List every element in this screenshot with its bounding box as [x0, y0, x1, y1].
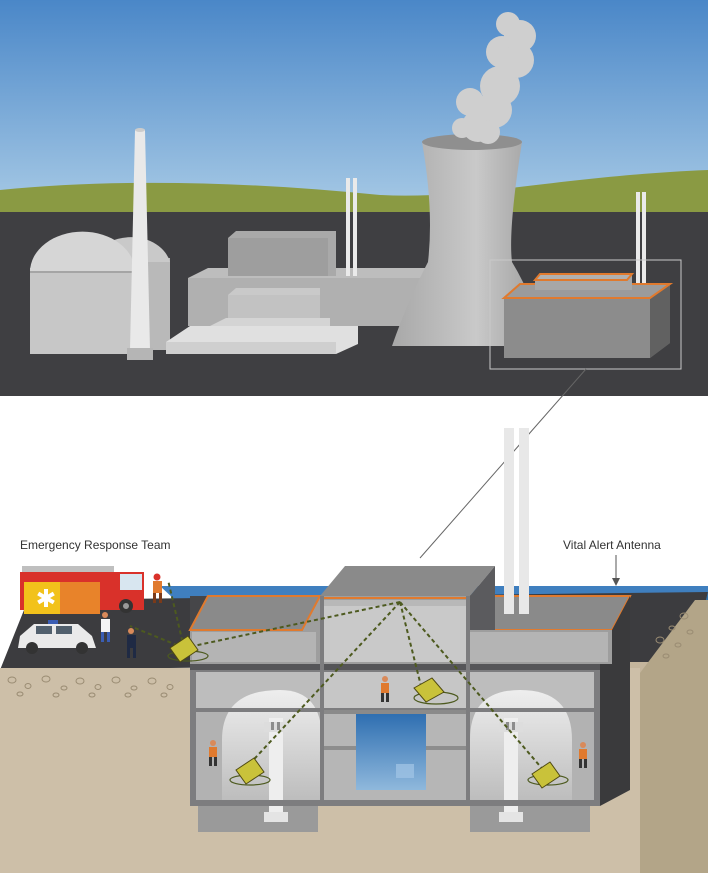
worker-icon [209, 676, 587, 768]
radio-device-icon [169, 635, 561, 789]
reactor-column-right [499, 718, 523, 822]
medic-icon [101, 612, 110, 642]
spent-fuel-pool [356, 714, 426, 790]
antenna-pointer [612, 555, 620, 586]
ambulance-icon [24, 582, 100, 614]
highlighted-building [501, 273, 674, 358]
detail-panel [0, 428, 708, 873]
smoke-icon [452, 12, 536, 144]
signal-paths [129, 579, 546, 773]
turbine-buildings [166, 178, 430, 354]
zoom-connector [419, 368, 587, 559]
exhaust-stack [127, 128, 153, 360]
police-car-icon [18, 620, 96, 654]
police-officer-icon [127, 628, 136, 658]
reactor-domes [30, 231, 170, 354]
overview-panel [0, 0, 708, 396]
stack-right-b [642, 192, 646, 298]
gravel [7, 612, 694, 698]
antenna-label: Vital Alert Antenna [563, 538, 661, 552]
reactor-column-left [264, 718, 288, 822]
firefighter-icon [153, 573, 162, 603]
medical-star-icon [37, 589, 55, 607]
stack-right-a [636, 192, 640, 298]
emergency-team-label: Emergency Response Team [20, 538, 171, 552]
